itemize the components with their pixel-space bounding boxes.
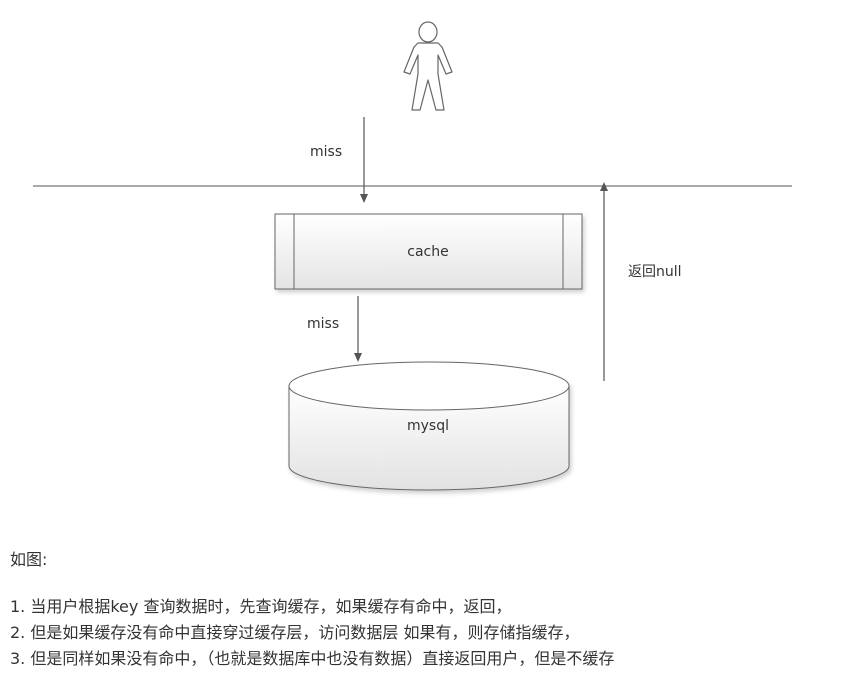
mysql-database	[288, 361, 570, 491]
cache-label: cache	[407, 244, 448, 260]
step-item: 3. 但是同样如果没有命中，（也就是数据库中也没有数据）直接返回用户，但是不缓存	[10, 649, 615, 668]
step-item: 1. 当用户根据key 查询数据时，先查询缓存，如果缓存有命中，返回，	[10, 597, 512, 616]
miss-label-bottom: miss	[307, 316, 339, 332]
miss-arrow-bottom	[354, 296, 362, 362]
cache-box	[274, 213, 583, 290]
return-null-label: 返回null	[628, 264, 682, 280]
miss-label-top: miss	[310, 144, 342, 160]
user-icon	[403, 21, 453, 111]
step-item: 2. 但是如果缓存没有命中直接穿过缓存层，访问数据层 如果有，则存储指缓存，	[10, 623, 580, 642]
cache-penetration-diagram: miss cache miss mysql 返回null	[33, 21, 792, 491]
miss-arrow-top	[360, 117, 368, 203]
return-null-arrow	[600, 182, 608, 381]
steps-list: 1. 当用户根据key 查询数据时，先查询缓存，如果缓存有命中，返回， 2. 但…	[10, 594, 614, 672]
caption-title: 如图:	[10, 550, 48, 569]
mysql-label: mysql	[407, 418, 449, 434]
